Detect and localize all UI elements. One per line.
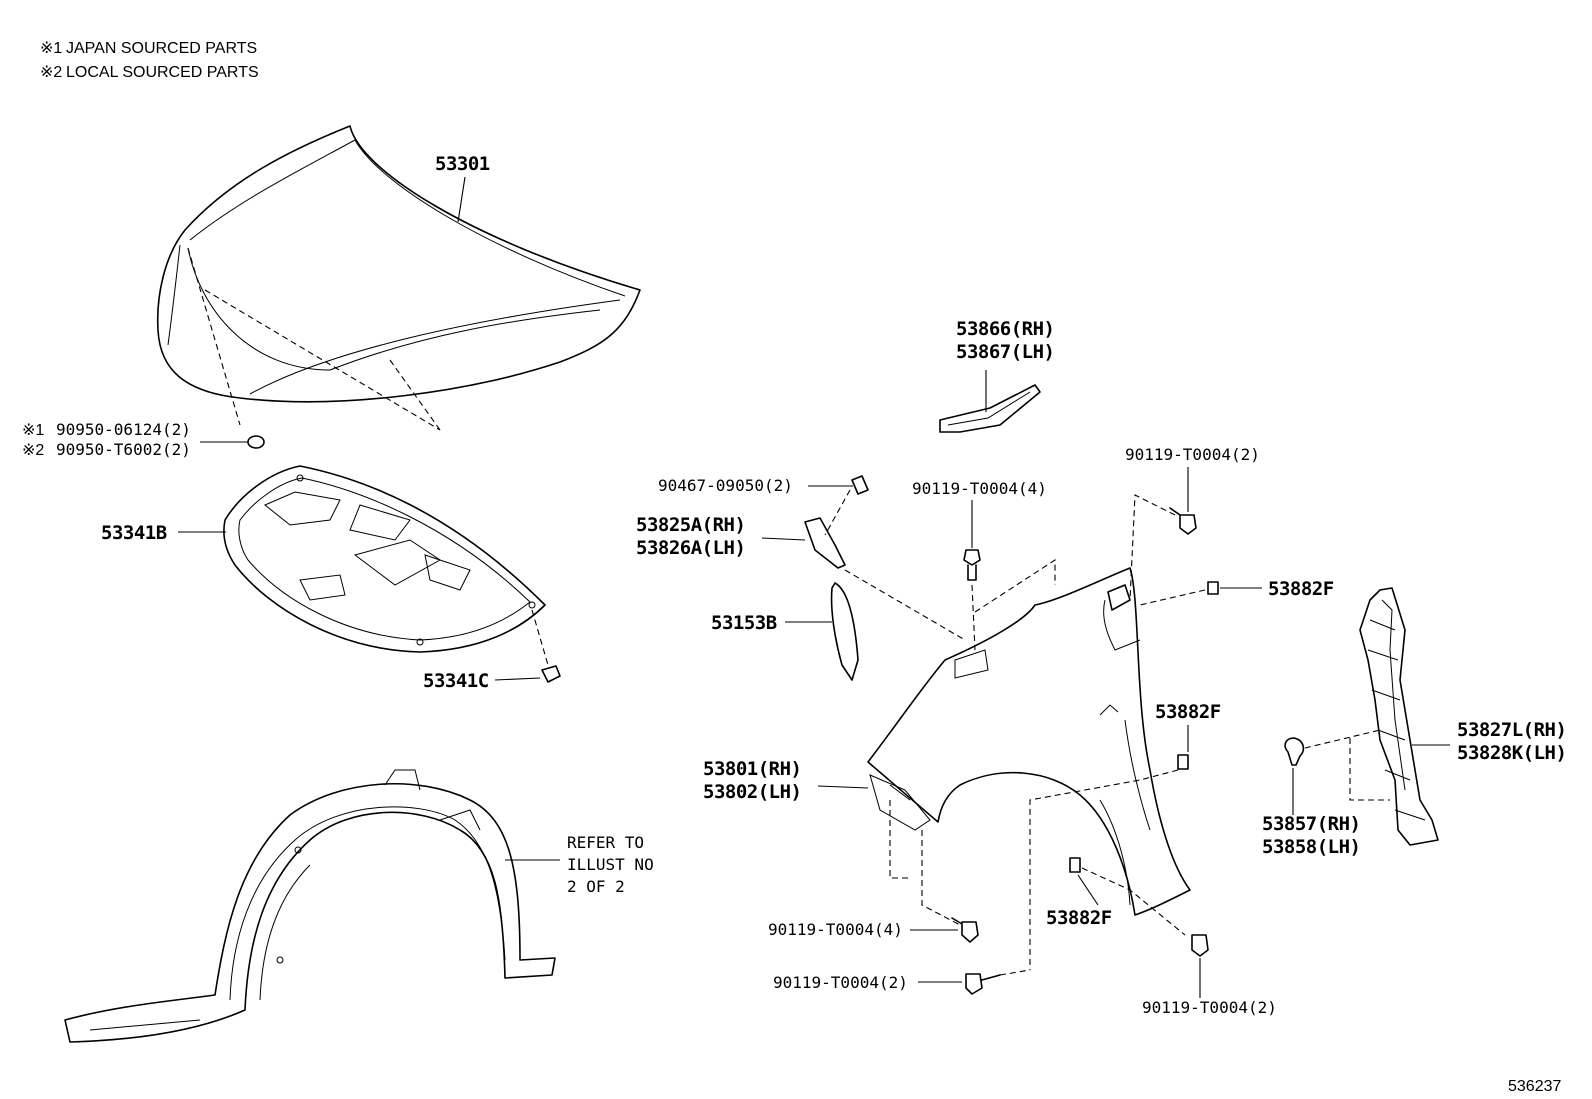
protector-lh-part-number: 53828K(LH)	[1457, 742, 1566, 764]
illustration-id: 536237	[1508, 1078, 1561, 1095]
fender-lh-part-number: 53802(LH)	[703, 781, 801, 803]
nut-53882f-bottom-part-number: 53882F	[1046, 907, 1112, 929]
hood-insulator-drawing	[223, 465, 561, 683]
bolt-top-right-2-part-number: 90119-T0004(2)	[1125, 445, 1260, 464]
fender-seal-rh-part-number: 53866(RH)	[956, 318, 1054, 340]
insulator-clip-leader	[494, 677, 541, 681]
bolt-top-4-part-number: 90119-T0004(4)	[912, 479, 1047, 498]
bolt-bottom-4-part-number: 90119-T0004(4)	[768, 920, 903, 939]
bolt-top-4-drawing	[963, 549, 981, 581]
clip-90467-drawing	[851, 475, 869, 495]
fender-protector-drawing	[1359, 587, 1439, 846]
bolt-bottom-right-2-part-number: 90119-T0004(2)	[1142, 998, 1277, 1017]
nut-53882f-bottom-drawing	[1069, 857, 1081, 873]
clip-rh-part-number: 53857(RH)	[1262, 813, 1360, 835]
hood-part-number: 53301	[435, 153, 490, 175]
note-mark-2: ※2	[40, 64, 62, 81]
bolt-bottom-2-part-number: 90119-T0004(2)	[773, 973, 908, 992]
clip-90467-part-number: 90467-09050(2)	[658, 476, 793, 495]
bolt-bottom-2-drawing	[965, 973, 1001, 995]
nut-53882f-mid-part-number: 53882F	[1155, 701, 1221, 723]
hood-drawing	[156, 125, 641, 449]
liner-note-line-1: REFER TO	[567, 833, 644, 852]
bolt-bottom-4-drawing	[951, 917, 979, 943]
fender-drawing	[867, 567, 1191, 916]
nut-53882f-bottom-leader	[1077, 874, 1099, 906]
fender-seal-top-drawing	[939, 384, 1041, 433]
seal-53153b-drawing	[830, 582, 859, 681]
hood-plug-mark-1: ※1	[22, 422, 44, 439]
fender-rh-part-number: 53801(RH)	[703, 758, 801, 780]
nut-53882f-top-part-number: 53882F	[1268, 578, 1334, 600]
hood-plug-number-2: 90950-T6002(2)	[56, 440, 191, 459]
note-local-sourced: LOCAL SOURCED PARTS	[66, 64, 259, 81]
bracket-drawing	[804, 517, 846, 569]
nut-53882f-mid-drawing	[1177, 754, 1189, 770]
hood-insulator-part-number: 53341B	[101, 522, 167, 544]
note-japan-sourced: JAPAN SOURCED PARTS	[66, 40, 257, 57]
liner-note-line-3: 2 OF 2	[567, 877, 625, 896]
bolt-top-right-2-drawing	[1169, 507, 1197, 535]
nut-53882f-top-drawing	[1207, 581, 1219, 595]
bracket-rh-part-number: 53825A(RH)	[636, 514, 745, 536]
hood-plug-number-1: 90950-06124(2)	[56, 420, 191, 439]
hood-plug-mark-2: ※2	[22, 442, 44, 459]
bracket-leader	[761, 537, 806, 541]
note-mark-1: ※1	[40, 40, 62, 57]
clip-lh-part-number: 53858(LH)	[1262, 836, 1360, 858]
hood-leader	[457, 176, 466, 223]
seal-53153b-part-number: 53153B	[711, 612, 777, 634]
clip-53857-drawing	[1284, 737, 1305, 766]
insulator-clip-part-number: 53341C	[423, 670, 489, 692]
fender-leader	[817, 785, 869, 789]
fender-liner-drawing	[64, 769, 556, 1043]
liner-note-line-2: ILLUST NO	[567, 855, 654, 874]
bolt-bottom-right-2-drawing	[1191, 934, 1209, 957]
protector-rh-part-number: 53827L(RH)	[1457, 719, 1566, 741]
fender-seal-lh-part-number: 53867(LH)	[956, 341, 1054, 363]
bracket-lh-part-number: 53826A(LH)	[636, 537, 745, 559]
